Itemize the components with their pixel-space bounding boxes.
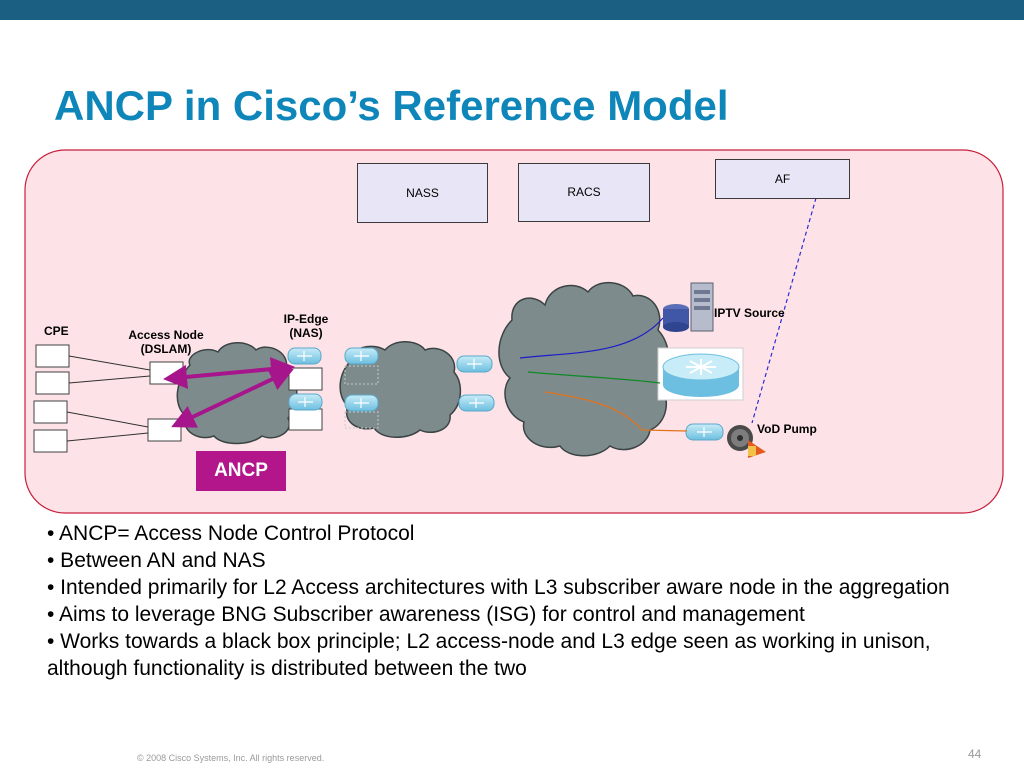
- racs-label: RACS: [567, 185, 601, 199]
- ancp-arrows: [163, 357, 295, 428]
- ip-edge-label: IP-Edge (NAS): [266, 312, 346, 340]
- cpe-devices: [33, 344, 70, 453]
- racs-box: RACS: [518, 163, 650, 222]
- cpe-label: CPE: [44, 324, 69, 338]
- af-dashed-link: [751, 197, 817, 424]
- top-banner: [0, 0, 1024, 20]
- ip-edge-label-line1: IP-Edge: [283, 312, 329, 326]
- bullet-item: • Works towards a black box principle; L…: [47, 630, 931, 680]
- af-box: AF: [715, 159, 850, 199]
- bullet-item: • Aims to leverage BNG Subscriber awaren…: [47, 603, 805, 626]
- access-cloud: [176, 342, 298, 445]
- bullet-item: • Intended primarily for L2 Access archi…: [47, 576, 950, 599]
- access-node-label-line1: Access Node: [128, 328, 204, 342]
- access-node-label-line2: (DSLAM): [140, 342, 192, 356]
- core-cloud: [498, 282, 670, 457]
- access-node-label: Access Node (DSLAM): [112, 328, 220, 356]
- bullet-item: • Between AN and NAS: [47, 549, 266, 572]
- vod-pump-label: VoD Pump: [757, 422, 817, 436]
- vod-path: [544, 391, 688, 432]
- green-path: [527, 371, 661, 384]
- bullet-list: • ANCP= Access Node Control Protocol • B…: [47, 520, 987, 682]
- iptv-server-icon: [663, 282, 714, 332]
- copyright-footer: © 2008 Cisco Systems, Inc. All rights re…: [137, 753, 325, 763]
- iptv-path: [519, 317, 664, 359]
- af-label: AF: [774, 172, 791, 186]
- nas-stack: [288, 367, 323, 431]
- ancp-badge: ANCP: [196, 451, 286, 491]
- slide-title: ANCP in Cisco’s Reference Model: [54, 82, 729, 129]
- vod-pump-icon: [727, 425, 766, 458]
- nass-box: NASS: [357, 163, 488, 223]
- cpe-links: [66, 355, 151, 442]
- iptv-source-label: IPTV Source: [714, 306, 785, 320]
- router-glyphs: [297, 351, 712, 437]
- ip-edge-label-line2: (NAS): [289, 326, 323, 340]
- bullet-item: • ANCP= Access Node Control Protocol: [47, 522, 415, 545]
- nass-label: NASS: [406, 186, 439, 200]
- core-router: [657, 347, 744, 401]
- page-number: 44: [968, 747, 982, 761]
- dotted-frames: [344, 365, 379, 429]
